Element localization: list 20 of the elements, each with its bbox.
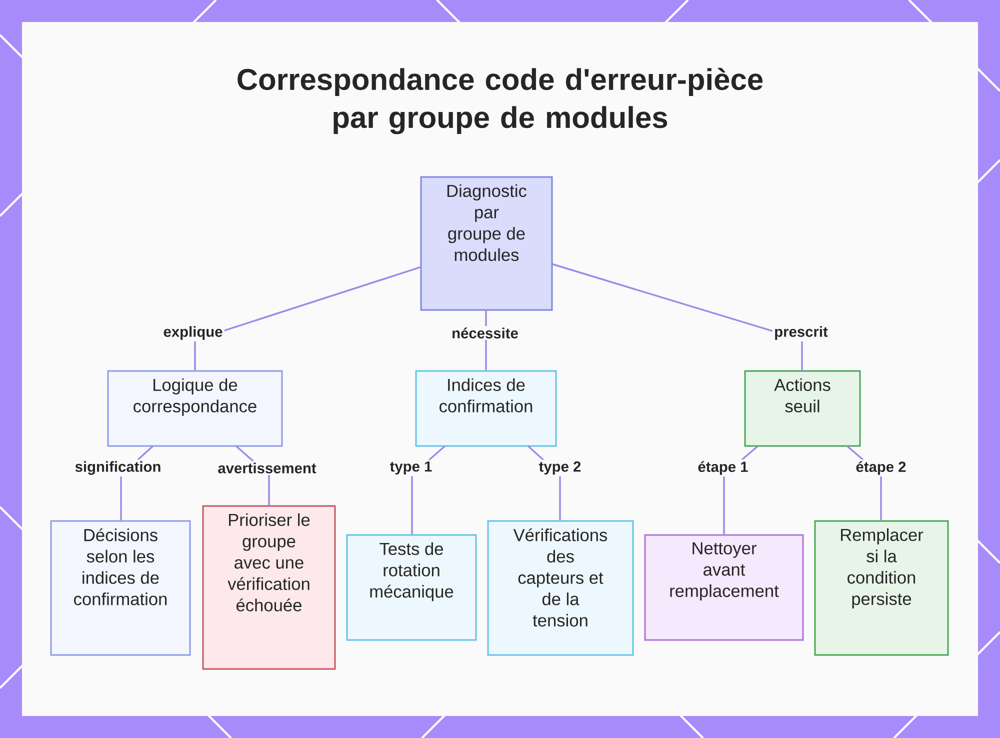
edge-label: prescrit [772, 324, 830, 342]
detail-box: Remplacer si la condition persiste [814, 520, 949, 656]
edge-label: type 2 [537, 460, 583, 476]
category-box: Logique de correspondance [107, 370, 283, 447]
edge-label: type 1 [388, 460, 434, 476]
category-box: Indices de confirmation [415, 370, 557, 447]
edge-label: étape 2 [854, 460, 908, 476]
connector-line [552, 263, 803, 370]
edge-label: étape 1 [696, 460, 750, 476]
detail-box: Décisions selon les indices de confirmation [50, 520, 191, 656]
edge-label: explique [162, 324, 224, 342]
detail-box: Prioriser le groupe avec une vérification échouée [202, 505, 336, 670]
edge-label: signification [73, 460, 163, 476]
detail-box: Nettoyer avant remplacement [644, 534, 804, 641]
topic-box: Diagnostic par groupe de modules [420, 176, 553, 311]
category-box: Actions seuil [744, 370, 861, 447]
edge-label: avertissement [216, 461, 318, 475]
title: Correspondance code d'erreur-pièce par groupe de modules [238, 68, 763, 134]
detail-box: Tests de rotation mécanique [346, 534, 477, 641]
detail-box: Vérifications des capteurs et de la tension [487, 520, 634, 656]
